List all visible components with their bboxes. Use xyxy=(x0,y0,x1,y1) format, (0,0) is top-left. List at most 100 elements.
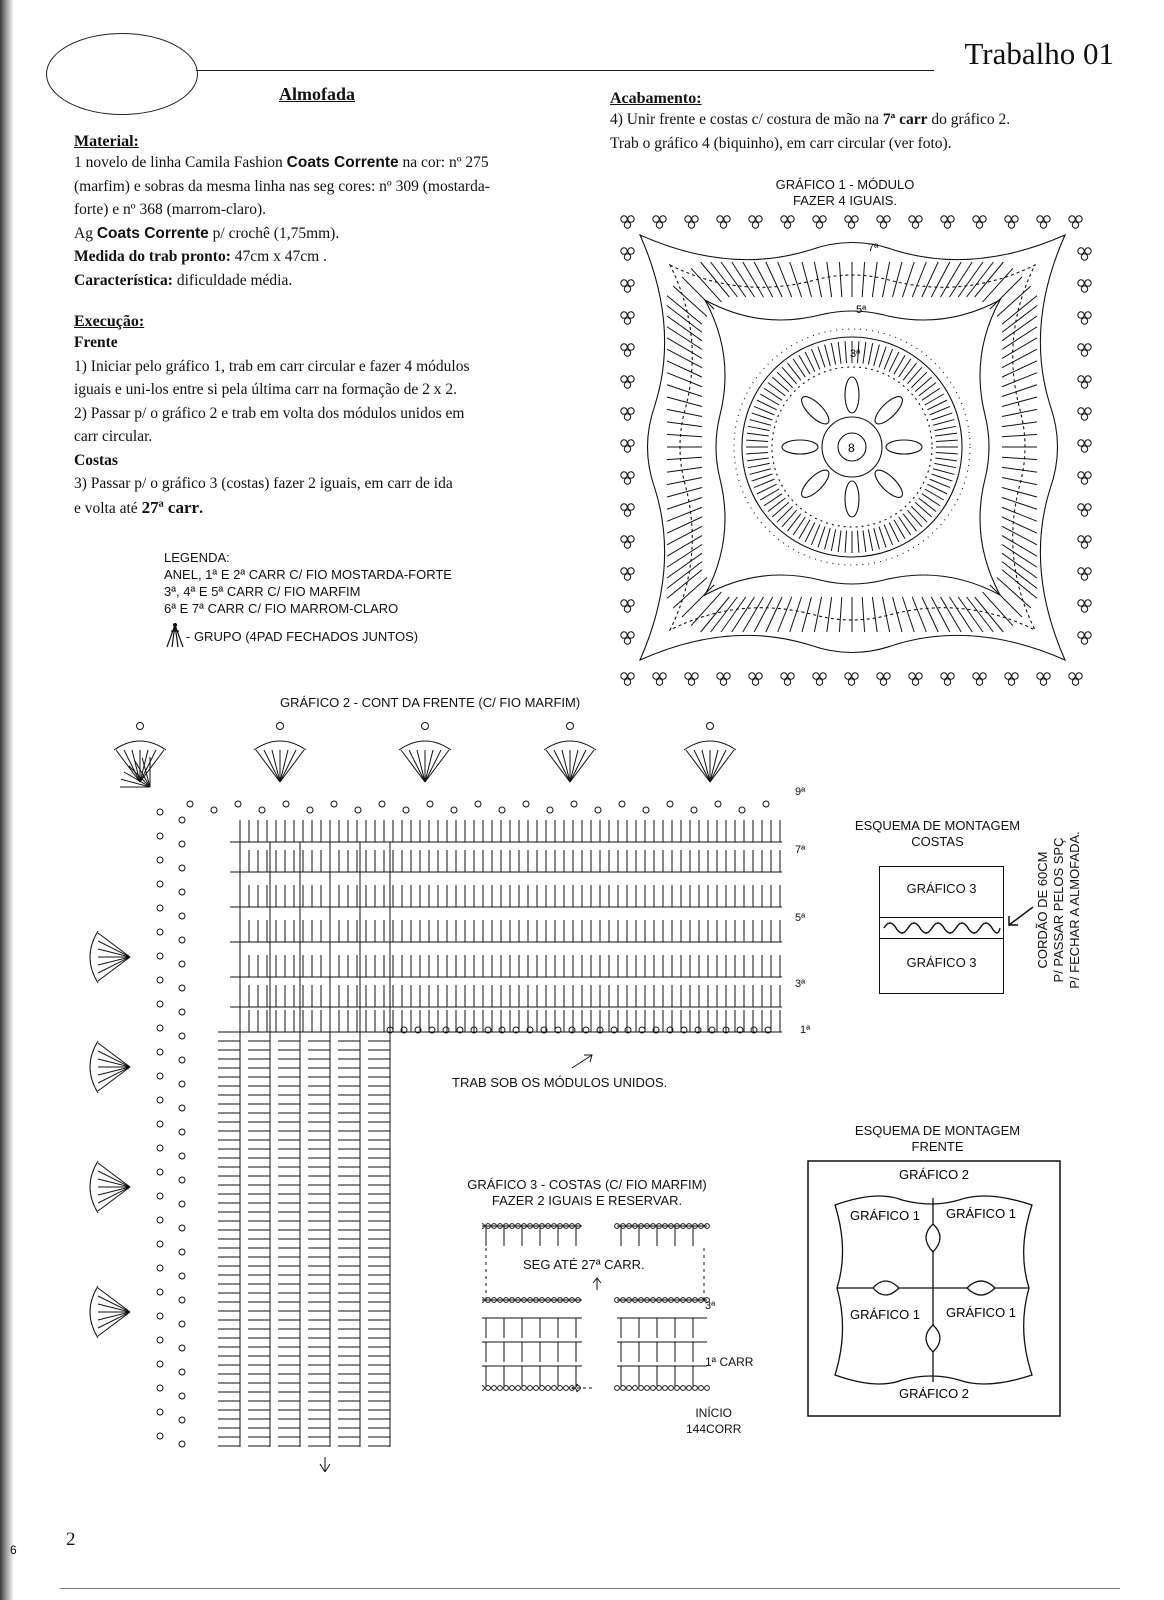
picot-stitch xyxy=(1005,216,1011,222)
execucao-section: Execução: Frente 1) Iniciar pelo gráfico… xyxy=(74,313,594,520)
stitch-mark xyxy=(750,469,771,475)
cord-note-line1: CORDÃO DE 60CM xyxy=(1035,825,1051,995)
stitch-mark xyxy=(667,327,702,350)
stitch-mark xyxy=(874,528,880,549)
stitch-mark xyxy=(893,597,902,632)
stitch-mark xyxy=(990,277,1022,309)
picot-stitch xyxy=(628,504,634,510)
picot-stitch xyxy=(624,318,630,324)
stitch-mark xyxy=(732,597,755,632)
cord-note-line3: P/ FECHAR A ALMOFADA. xyxy=(1067,825,1083,995)
picot-stitch xyxy=(179,1441,185,1447)
stitch-mark xyxy=(754,262,773,297)
fan-stitch xyxy=(425,750,441,782)
assembly-back-bottom-label: GRÁFICO 3 xyxy=(880,955,1003,970)
stitch-mark xyxy=(752,474,773,481)
stitch-mark xyxy=(1002,457,1037,459)
picot-stitch xyxy=(157,1169,163,1175)
picot-stitch xyxy=(179,1105,185,1111)
picot-stitch xyxy=(179,817,185,823)
chart2-note: TRAB SOB OS MÓDULOS UNIDOS. xyxy=(452,1075,667,1090)
stitch-mark xyxy=(893,262,902,297)
chart2-round-5: 5ª xyxy=(795,912,805,924)
picot-stitch xyxy=(916,673,922,679)
picot-stitch xyxy=(848,222,854,228)
picot-stitch xyxy=(816,222,822,228)
picot-stitch xyxy=(621,376,627,382)
picot-stitch xyxy=(912,222,918,228)
picot-stitch xyxy=(179,1201,185,1207)
chain-stitch xyxy=(510,1386,515,1391)
stitch-mark xyxy=(899,517,911,535)
picot-stitch xyxy=(980,673,986,679)
stitch-mark xyxy=(868,529,872,551)
picot-stitch xyxy=(691,807,697,813)
cord-pointer-arrow-icon xyxy=(1005,905,1035,929)
stitch-mark xyxy=(754,597,773,632)
legend-line1: ANEL, 1ª E 2ª CARR C/ FIO MOSTARDA-FORTE xyxy=(164,566,452,583)
picot-stitch xyxy=(179,889,185,895)
stitch-mark xyxy=(772,377,789,392)
chain-stitch xyxy=(693,1386,698,1391)
picot-stitch xyxy=(621,216,627,222)
stitch-mark xyxy=(793,359,805,377)
picot-stitch xyxy=(179,1057,185,1063)
stitch-mark xyxy=(1002,409,1037,416)
assembly-front-caption: ESQUEMA DE MONTAGEM FRENTE xyxy=(840,1123,1035,1155)
picot-stitch xyxy=(724,673,730,679)
picot-stitch xyxy=(1069,216,1075,222)
fan-arc xyxy=(544,741,596,750)
picot-stitch xyxy=(707,723,714,730)
picot-stitch xyxy=(567,723,574,730)
material-line2: (marfim) e sobras da mesma linha nas seg… xyxy=(74,175,594,199)
stitch-mark xyxy=(1002,422,1037,427)
stitch-mark xyxy=(907,510,922,527)
picot-stitch xyxy=(784,679,790,685)
picot-stitch xyxy=(880,222,886,228)
chain-stitch xyxy=(516,1386,521,1391)
stitch-mark xyxy=(691,592,721,626)
assembly-front-bottom-label: GRÁFICO 2 xyxy=(899,1386,969,1401)
stitch-mark xyxy=(667,497,702,509)
picot-stitch xyxy=(427,801,433,807)
stitch-mark xyxy=(863,530,866,552)
picot-stitch xyxy=(1085,248,1091,254)
execucao-text: Frente 1) Iniciar pelo gráfico 1, trab e… xyxy=(74,331,594,520)
legend-line3: 6ª E 7ª CARR C/ FIO MARROM-CLARO xyxy=(164,600,452,617)
chain-stitch xyxy=(498,1386,503,1391)
chain-stitch xyxy=(621,1386,626,1391)
chart3-row-1: 1ª CARR xyxy=(705,1355,753,1369)
stitch-mark xyxy=(752,413,773,420)
picot-stitch xyxy=(715,801,721,807)
chain-stitch xyxy=(669,1386,674,1391)
picot-stitch xyxy=(1081,542,1087,548)
picot-stitch xyxy=(179,1129,185,1135)
picot-stitch xyxy=(628,472,634,478)
picot-stitch xyxy=(628,632,634,638)
picot-stitch xyxy=(717,216,723,222)
acabamento-line2: Trab o gráfico 4 (biquinho), em carr cir… xyxy=(610,132,1130,156)
picot-stitch xyxy=(621,472,627,478)
picot-stitch xyxy=(179,841,185,847)
picot-stitch xyxy=(660,216,666,222)
picot-stitch xyxy=(1085,376,1091,382)
crochet-chart-module: 7ª 5ª 3ª 8 xyxy=(610,205,1095,690)
picot-stitch xyxy=(179,1369,185,1375)
stitch-mark xyxy=(936,452,958,453)
cord-note: CORDÃO DE 60CM P/ PASSAR PELOS SPÇ P/ FE… xyxy=(1035,825,1083,995)
picot-stitch xyxy=(1085,440,1091,446)
picot-stitch xyxy=(1078,312,1084,318)
picot-stitch xyxy=(157,833,163,839)
picot-stitch xyxy=(884,216,890,222)
picot-stitch xyxy=(628,280,634,286)
fan-stitch xyxy=(570,750,586,782)
stitch-mark xyxy=(782,510,797,527)
footer-rule xyxy=(60,1588,1120,1589)
stitch-mark xyxy=(802,262,811,297)
picot-stitch xyxy=(656,222,662,228)
picot-stitch xyxy=(157,1361,163,1367)
picot-stitch xyxy=(877,216,883,222)
chain-stitch xyxy=(486,1386,491,1391)
stitch-mark xyxy=(902,597,914,632)
stitch-mark xyxy=(825,345,831,366)
